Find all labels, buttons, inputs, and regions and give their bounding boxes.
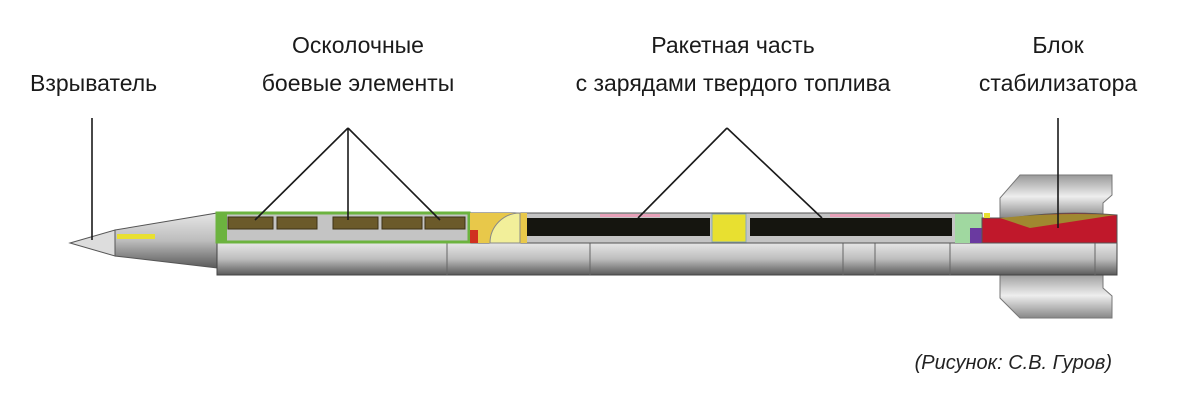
figure-caption: (Рисунок: С.В. Гуров) (914, 352, 1112, 374)
label-stabilizer-2: стабилизатора (978, 70, 1138, 96)
label-fragments-1: Осколочные (292, 32, 424, 58)
label-rocket-2: с зарядами твердого топлива (575, 70, 891, 96)
fuze-element (117, 234, 155, 239)
propellant-grain-2 (750, 218, 952, 236)
upper-fin (999, 174, 1113, 219)
leader-lines (91, 118, 1059, 240)
propellant-grain-1 (527, 218, 710, 236)
label-fuze: Взрыватель (30, 70, 158, 96)
label-rocket-1: Ракетная часть (651, 32, 815, 58)
label-stabilizer-1: Блок (1032, 32, 1084, 58)
lower-fin (999, 272, 1113, 319)
body (216, 242, 1118, 276)
fragmentation-elements (227, 216, 466, 230)
label-fragments-2: боевые элементы (261, 70, 455, 96)
nose-cone (114, 212, 218, 269)
